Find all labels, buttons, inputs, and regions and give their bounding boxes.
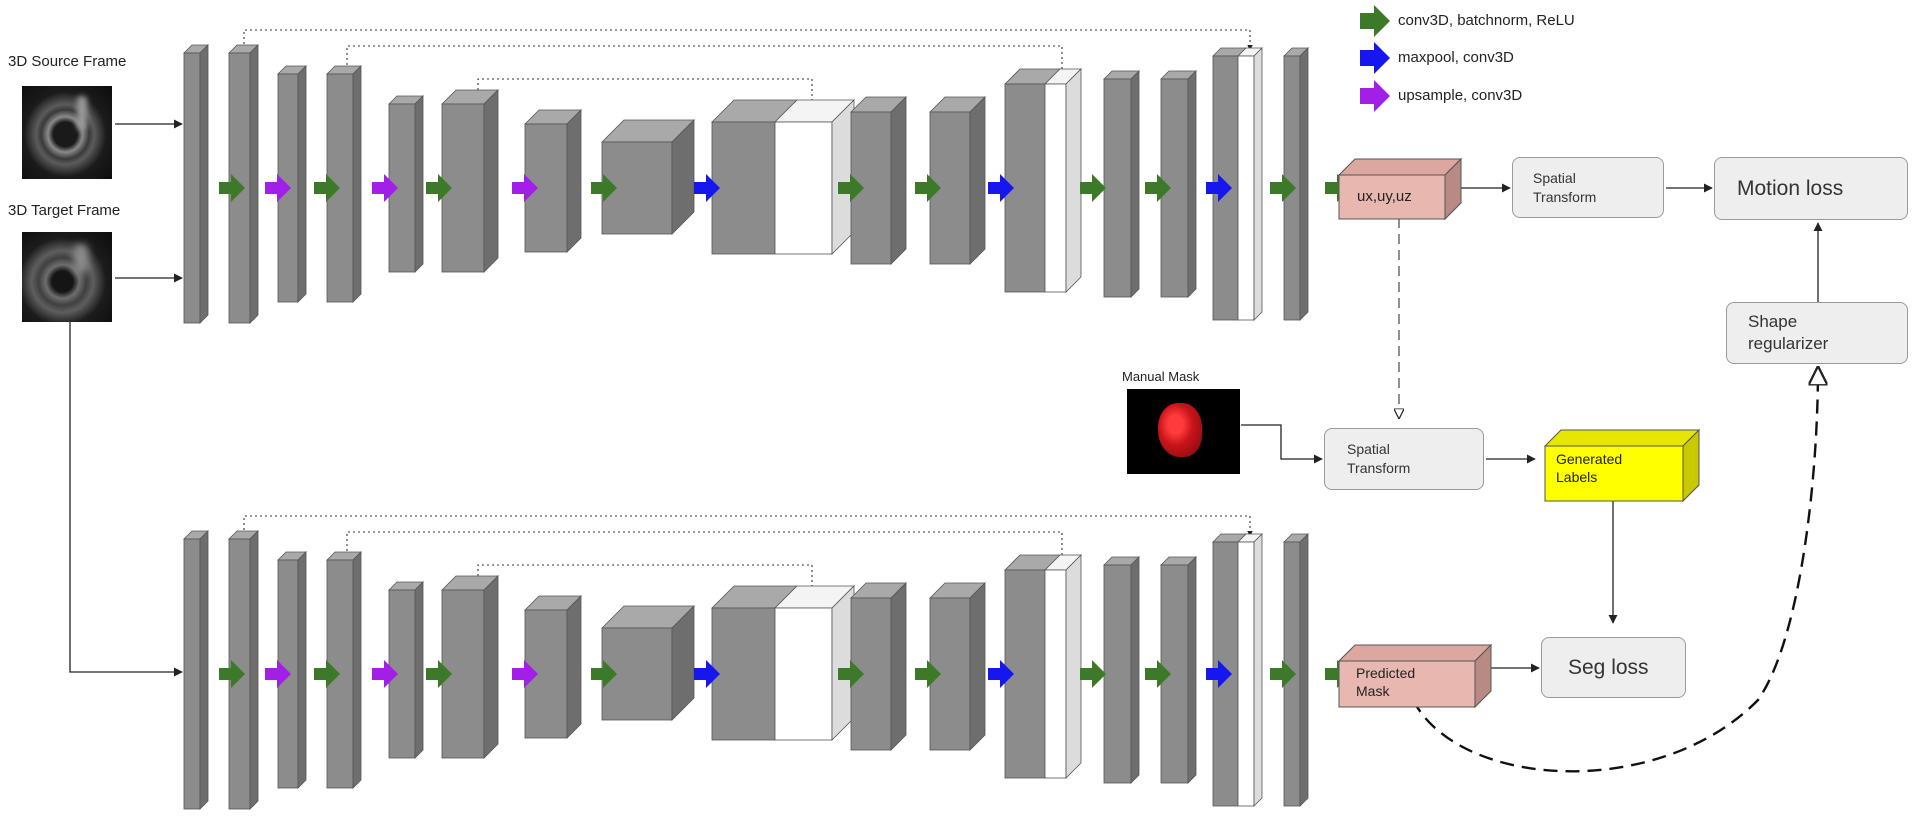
- bottom-unet: [183, 515, 1351, 810]
- purple-operation-arrow: [512, 174, 538, 202]
- green-operation-arrow: [314, 174, 340, 202]
- green-operation-arrow: [915, 174, 941, 202]
- feature-map-block: [1004, 554, 1082, 779]
- feature-map-block: [1004, 68, 1082, 293]
- green-operation-arrow: [1270, 660, 1296, 688]
- legend-arrows: [1360, 5, 1390, 112]
- feature-map-block: [929, 96, 986, 265]
- shape-regularizer-node: Shape regularizer: [1726, 302, 1908, 364]
- green-operation-arrow: [915, 660, 941, 688]
- green-operation-arrow: [1325, 174, 1351, 202]
- legend-blue-arrow: [1360, 42, 1390, 74]
- legend-label-conv: conv3D, batchnorm, ReLU: [1398, 12, 1575, 29]
- spatial-transform-top-node: Spatial Transform: [1512, 157, 1664, 218]
- motion-output-label: ux,uy,uz: [1357, 188, 1412, 205]
- blue-operation-arrow: [988, 174, 1014, 202]
- purple-operation-arrow: [265, 660, 291, 688]
- legend-label-maxpool: maxpool, conv3D: [1398, 49, 1514, 66]
- legend-green-arrow: [1360, 5, 1390, 37]
- green-operation-arrow: [426, 660, 452, 688]
- feature-map-block: [850, 582, 907, 751]
- skip-connection: [243, 515, 1253, 537]
- green-operation-arrow: [591, 660, 617, 688]
- feature-map-block: [524, 595, 582, 739]
- spatial-transform-top-label: Spatial Transform: [1533, 169, 1597, 205]
- blue-operation-arrow: [694, 660, 720, 688]
- input-connectors: [69, 119, 183, 677]
- predicted-mask-box: [1337, 643, 1493, 709]
- spatial-transform-mid-node: Spatial Transform: [1324, 428, 1484, 490]
- shape-regularizer-label: Shape regularizer: [1748, 312, 1829, 353]
- blue-operation-arrow: [1206, 660, 1232, 688]
- green-operation-arrow: [426, 174, 452, 202]
- manual-mask-label: Manual Mask: [1122, 369, 1200, 384]
- green-operation-arrow: [838, 174, 864, 202]
- feature-map-block: [1103, 556, 1140, 784]
- purple-operation-arrow: [372, 174, 398, 202]
- skip-connection: [346, 45, 1065, 79]
- green-operation-arrow: [219, 660, 245, 688]
- blue-operation-arrow: [988, 660, 1014, 688]
- blue-operation-arrow: [694, 174, 720, 202]
- motion-loss-node: Motion loss: [1714, 157, 1908, 220]
- motion-output-box: [1337, 157, 1463, 221]
- feature-map-block: [1103, 70, 1140, 298]
- blue-operation-arrow: [1206, 174, 1232, 202]
- feature-map-block: [183, 530, 209, 810]
- source-frame-label: 3D Source Frame: [8, 53, 127, 70]
- legend-label-upsample: upsample, conv3D: [1398, 87, 1523, 104]
- feature-map-block: [1283, 533, 1309, 807]
- target-frame-label: 3D Target Frame: [8, 202, 121, 219]
- predicted-mask-text: Predicted Mask: [1356, 665, 1416, 699]
- feature-map-block: [929, 582, 986, 751]
- spatial-transform-mid-label: Spatial Transform: [1347, 441, 1411, 476]
- flow-connectors: [1241, 183, 1818, 773]
- purple-operation-arrow: [372, 660, 398, 688]
- green-operation-arrow: [314, 660, 340, 688]
- green-operation-arrow: [219, 174, 245, 202]
- feature-map-block: [524, 109, 582, 253]
- generated-labels-box: [1543, 428, 1701, 503]
- feature-map-block: [183, 44, 209, 324]
- purple-operation-arrow: [265, 174, 291, 202]
- target-frame-image: [22, 232, 112, 322]
- feature-map-block: [711, 585, 855, 741]
- feature-map-block: [326, 551, 362, 789]
- green-operation-arrow: [1080, 174, 1106, 202]
- purple-operation-arrow: [512, 660, 538, 688]
- generated-labels-text: Generated Labels: [1556, 451, 1623, 485]
- skip-connection: [477, 78, 815, 117]
- skip-connection: [477, 564, 815, 603]
- green-operation-arrow: [591, 174, 617, 202]
- green-operation-arrow: [1325, 660, 1351, 688]
- motion-loss-label: Motion loss: [1737, 176, 1844, 200]
- feature-map-block: [711, 99, 855, 255]
- feature-map-block: [850, 96, 907, 265]
- green-operation-arrow: [1080, 660, 1106, 688]
- feature-map-block: [388, 581, 424, 759]
- legend-purple-arrow: [1360, 80, 1390, 112]
- manual-mask-image: [1127, 389, 1240, 474]
- source-frame-image: [22, 86, 112, 179]
- top-unet: [183, 29, 1351, 324]
- green-operation-arrow: [1145, 174, 1171, 202]
- green-operation-arrow: [838, 660, 864, 688]
- skip-connection: [243, 29, 1253, 51]
- feature-map-block: [388, 95, 424, 273]
- feature-map-block: [441, 89, 499, 273]
- skip-connection: [346, 531, 1065, 565]
- seg-loss-label: Seg loss: [1568, 655, 1649, 679]
- feature-map-block: [601, 605, 695, 721]
- feature-map-block: [601, 119, 695, 235]
- green-operation-arrow: [1145, 660, 1171, 688]
- green-operation-arrow: [1270, 174, 1296, 202]
- seg-loss-node: Seg loss: [1541, 637, 1686, 698]
- feature-map-block: [441, 575, 499, 759]
